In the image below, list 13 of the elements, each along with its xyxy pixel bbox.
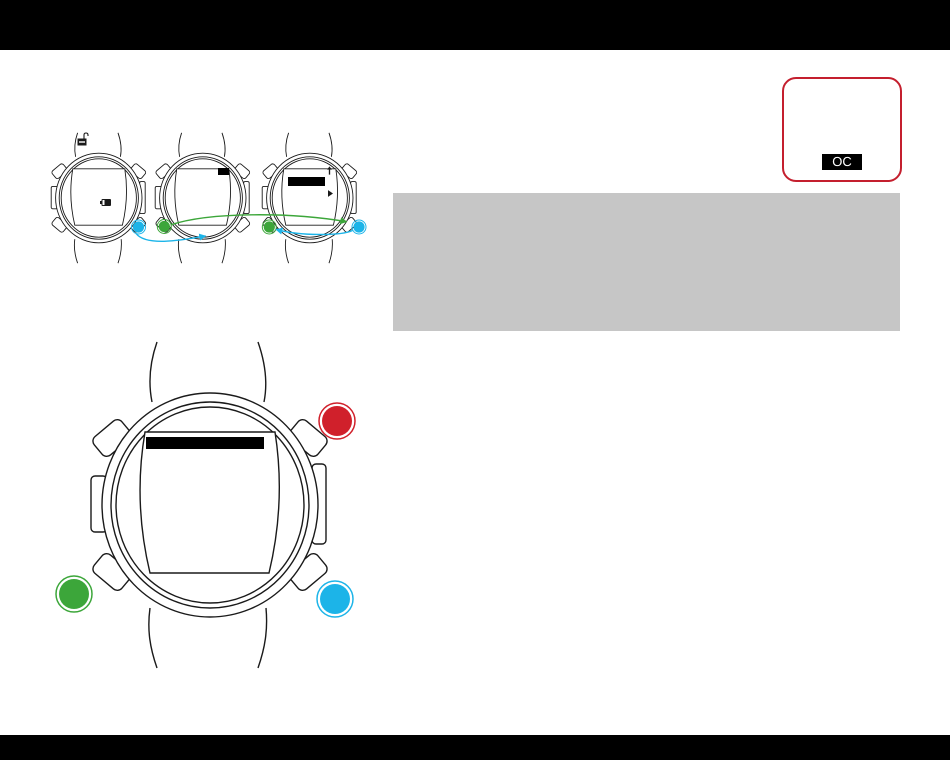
button-dot-icon xyxy=(350,219,366,235)
dive-computer-drawing xyxy=(50,132,148,264)
dive-computer-drawing xyxy=(261,132,359,264)
mode-tag: OC xyxy=(822,154,862,170)
button-dot-icon xyxy=(262,220,276,234)
arrow xyxy=(136,233,206,242)
arrow xyxy=(171,214,348,226)
note-panel xyxy=(393,193,900,331)
button-dot-icon xyxy=(157,220,172,234)
arrow xyxy=(275,227,353,236)
screen-frame xyxy=(782,77,902,182)
button-dot-icon xyxy=(132,220,146,234)
dive-computer-drawing xyxy=(154,132,252,264)
